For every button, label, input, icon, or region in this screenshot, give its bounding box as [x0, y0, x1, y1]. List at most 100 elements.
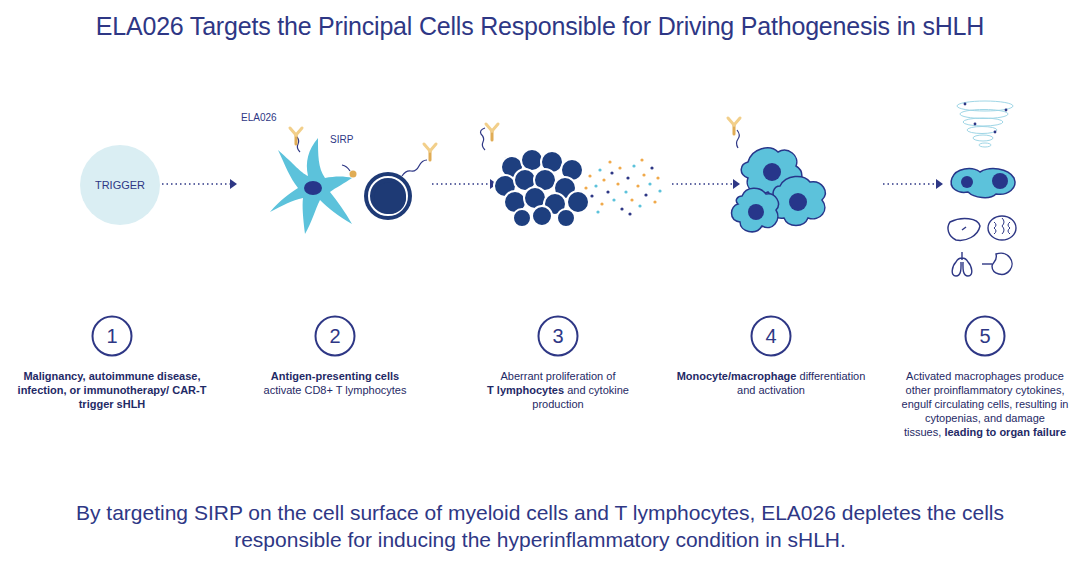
cytokine-dots-part	[598, 168, 601, 171]
t-cell-cluster-part	[481, 128, 486, 150]
cytokine-dots-part	[608, 160, 611, 163]
cytokine-storm-part	[973, 135, 993, 141]
node-text-wrap: 3	[537, 315, 579, 357]
engulfing-macrophage-part	[992, 173, 1008, 189]
flow-arrows-part	[672, 183, 733, 185]
circle-shape	[752, 317, 791, 356]
cytokine-dots-part	[588, 174, 591, 177]
t-cell-part	[402, 160, 427, 176]
organ-icons-part	[948, 219, 980, 241]
engulfing-macrophage-part	[961, 176, 973, 188]
description-text: leading to organ failure	[944, 426, 1066, 438]
cytokine-storm-part	[960, 110, 1008, 119]
t-cell-part	[374, 182, 406, 214]
cytokine-dots-part	[630, 198, 633, 201]
cytokine-dots-part	[640, 158, 643, 161]
receptor-label: SIRP	[330, 134, 353, 145]
cytokine-dots-part	[612, 198, 615, 201]
cytokine-dots	[584, 158, 661, 215]
step-number-circle: 2	[314, 315, 356, 357]
cytokine-storm-part	[1005, 109, 1008, 112]
node-text-wrap: TRIGGER	[80, 145, 160, 225]
flow-arrows-part	[733, 179, 740, 189]
step-description: Monocyte/macrophagedifferentiation and a…	[676, 369, 866, 397]
step-number-circle: 4	[750, 315, 792, 357]
cytokine-storm-part	[994, 131, 997, 134]
antigen-presenting-cell-part	[350, 171, 357, 178]
cytokine-storm-part	[974, 123, 977, 126]
antigen-presenting-cell-part	[270, 138, 352, 234]
cytokine-dots-part	[626, 176, 629, 179]
node-text-wrap: 1	[91, 315, 133, 357]
callout-number: 2	[329, 325, 340, 348]
step-description: Antigen-presenting cellsactivate CD8+ T …	[240, 369, 430, 397]
cytokine-dots-part	[594, 184, 597, 187]
cytokine-dots-part	[584, 186, 587, 189]
t-cell-cluster-part	[486, 124, 498, 140]
description-text: Monocyte/macrophage	[677, 370, 797, 382]
flow-arrows-part	[162, 183, 230, 185]
cytokine-dots-part	[600, 202, 603, 205]
cytokine-dots-part	[602, 178, 605, 181]
macrophage-group-part	[772, 176, 825, 225]
t-cell	[364, 144, 436, 220]
organ-icons-part	[982, 263, 992, 264]
t-cell-cluster	[481, 124, 590, 227]
macrophage-group-part	[748, 204, 764, 220]
description-text: Malignancy, autoimmune disease, infectio…	[18, 370, 207, 410]
cytokine-dots-part	[644, 193, 647, 196]
cytokine-storm-part	[967, 127, 997, 134]
antigen-presenting-cell-part	[304, 181, 322, 195]
organ-icons-part	[994, 218, 1010, 234]
t-cell-cluster-part	[513, 209, 531, 227]
cytokine-dots-part	[624, 190, 627, 193]
flow-arrows-part	[883, 183, 936, 185]
cytokine-dots-part	[596, 210, 599, 213]
cytokine-dots-part	[642, 173, 645, 176]
cytokine-dots-part	[632, 164, 635, 167]
callout-number: 5	[979, 325, 990, 348]
callout-number: 1	[106, 325, 117, 348]
node-text-wrap: 5	[964, 315, 1006, 357]
cytokine-storm-part	[964, 103, 967, 106]
step-description: Aberrant proliferation ofT lymphocytesan…	[483, 369, 633, 411]
macrophage-group-part	[732, 188, 779, 232]
node-text-wrap: 4	[750, 315, 792, 357]
circle-shape	[80, 145, 160, 225]
cytokine-storm	[957, 101, 1013, 147]
description-text: Aberrant proliferation of	[483, 369, 633, 383]
cytokine-dots-part	[606, 190, 609, 193]
flow-arrows-part	[432, 183, 490, 185]
cytokine-storm-part	[963, 118, 1003, 126]
cytokine-dots-part	[638, 204, 641, 207]
circle-shape	[966, 317, 1005, 356]
callout-number: 3	[552, 325, 563, 348]
organ-icons-part	[962, 227, 966, 230]
cytokine-dots-part	[616, 182, 619, 185]
flow-arrows-part	[936, 179, 943, 189]
step-number-circle: 3	[537, 315, 579, 357]
organ-icons-part	[952, 252, 972, 276]
description-text: activate CD8+ T lymphocytes	[264, 384, 407, 396]
step-description: Activated macrophages produce other proi…	[893, 369, 1077, 439]
antigen-presenting-cell	[270, 128, 357, 234]
cytokine-dots-part	[628, 212, 631, 215]
drug-label: ELA026	[241, 112, 277, 123]
circle-shape	[539, 317, 578, 356]
macrophage-group-part	[737, 130, 740, 148]
t-cell-cluster-part	[532, 206, 552, 226]
macrophage-group-part	[728, 118, 740, 134]
macrophage-group-part	[789, 193, 807, 211]
macrophage-group-part	[763, 163, 781, 181]
step-number-circle: 5	[964, 315, 1006, 357]
cytokine-storm-part	[979, 143, 991, 147]
callout-number: 4	[765, 325, 776, 348]
cytokine-dots-part	[650, 166, 653, 169]
macrophage-group	[728, 118, 825, 232]
engulfing-macrophage	[951, 169, 1015, 198]
antigen-presenting-cell-part	[342, 165, 350, 171]
step-number-circle: 1	[91, 315, 133, 357]
step-description: Malignancy, autoimmune disease, infectio…	[17, 369, 207, 411]
trigger-label: TRIGGER	[95, 179, 145, 191]
